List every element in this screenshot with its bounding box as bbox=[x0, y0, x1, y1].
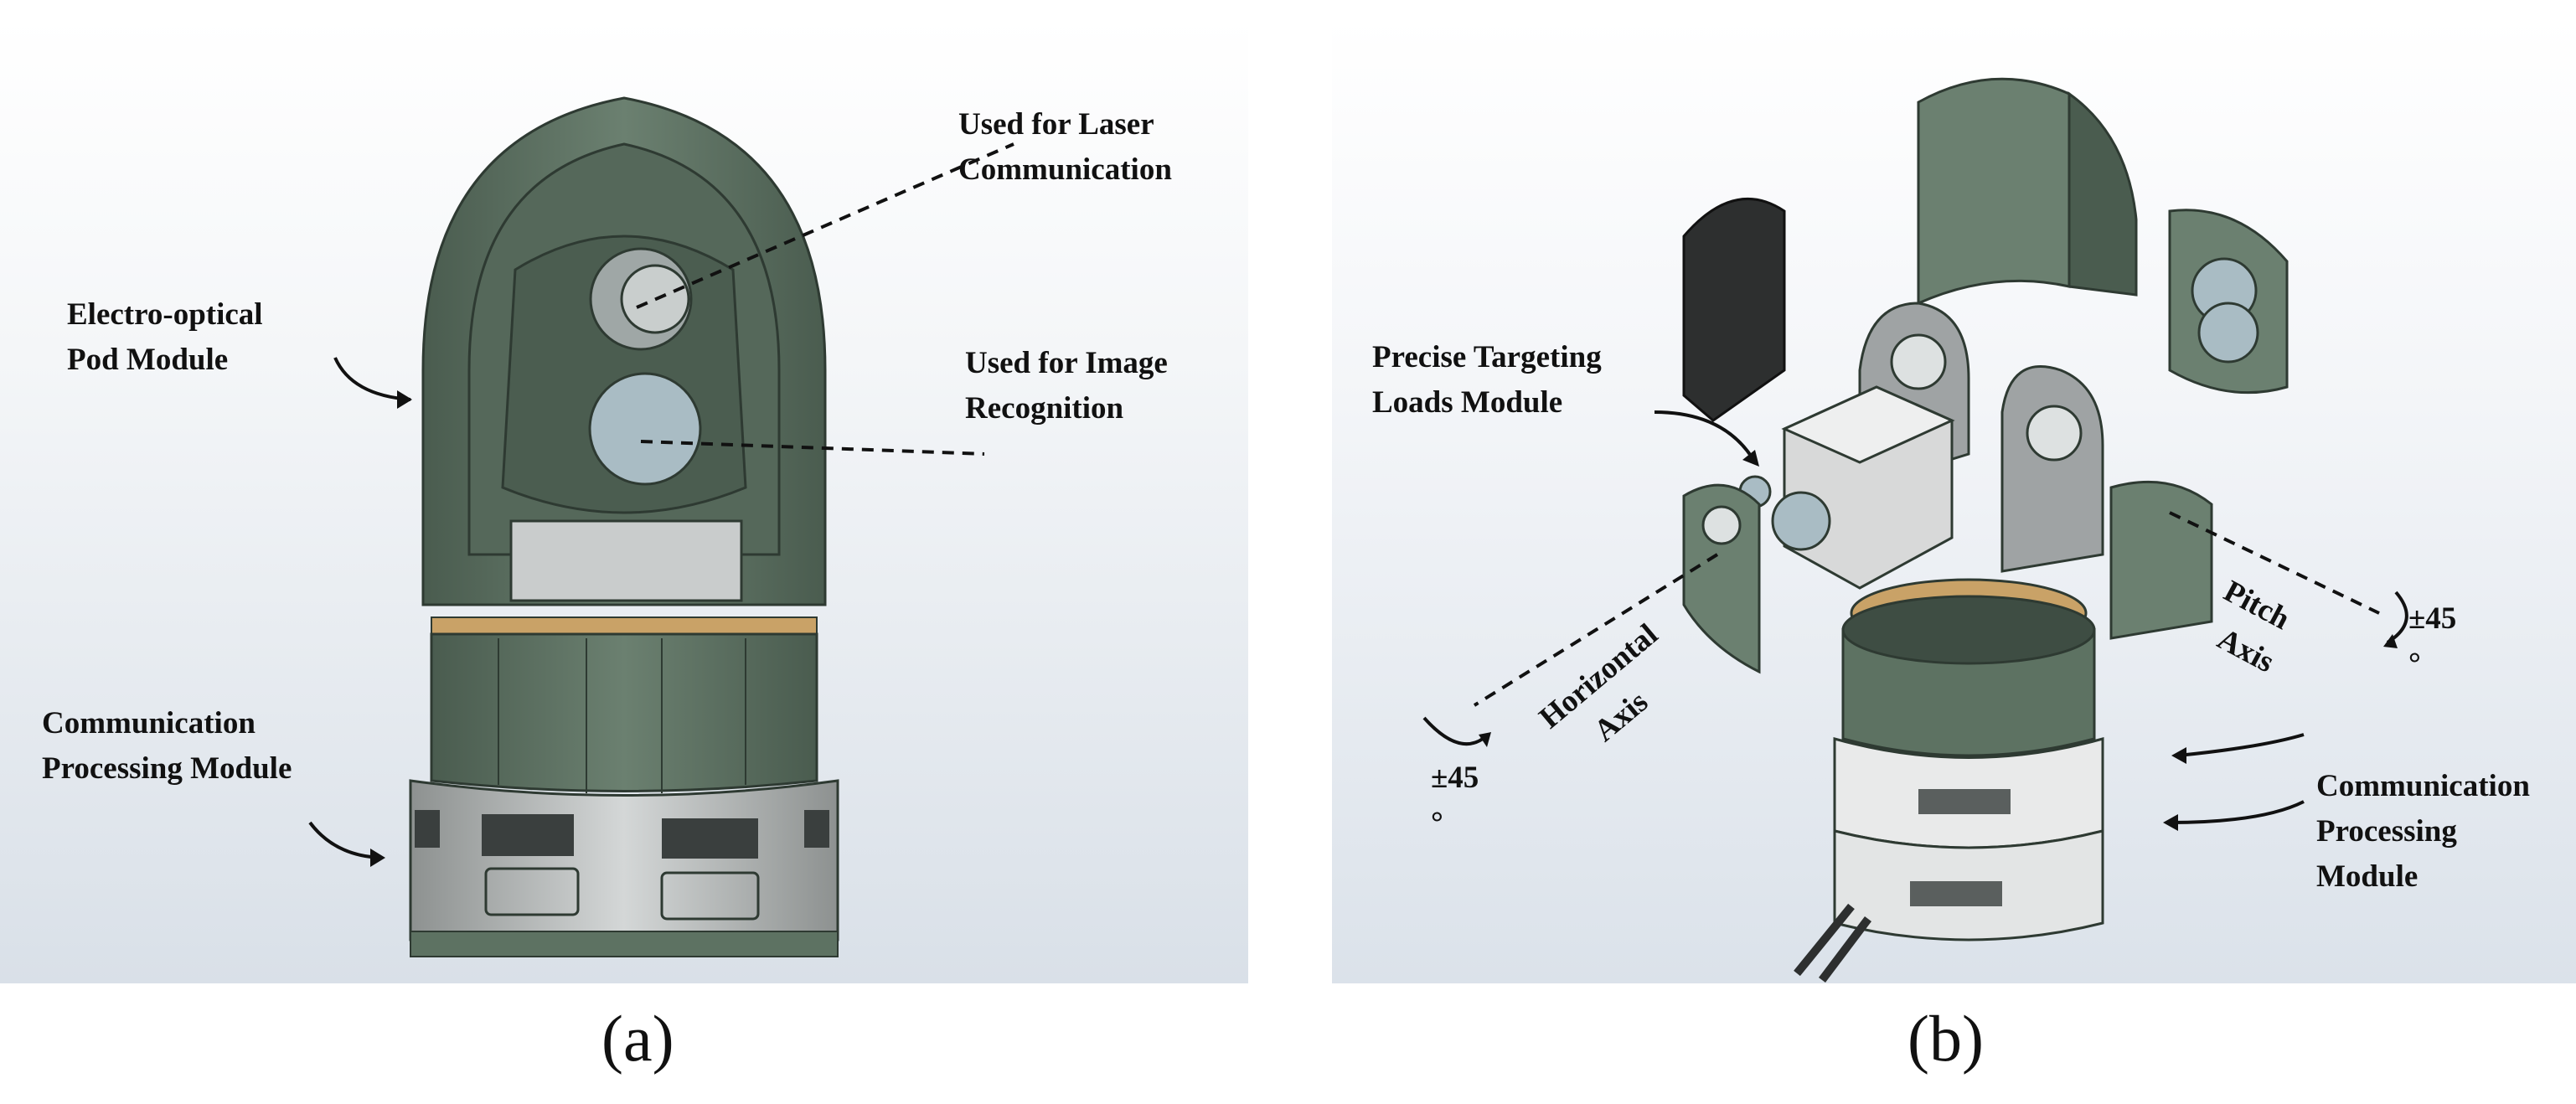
pitch-angle-degree: ° bbox=[2408, 647, 2421, 681]
horizontal-angle-label: ±45 ° bbox=[1431, 756, 1479, 846]
horizontal-angle-value: ±45 bbox=[1431, 761, 1479, 795]
caption-a: (a) bbox=[601, 1002, 674, 1075]
comm-base bbox=[409, 779, 839, 954]
targeting-label-line2: Loads Module bbox=[1372, 385, 1563, 420]
pitch-rotation-arrow bbox=[2386, 591, 2408, 644]
laser-label-line1: Used for Laser bbox=[958, 107, 1154, 142]
image-leader-line bbox=[640, 440, 985, 456]
pitch-angle-label: ±45 ° bbox=[2408, 596, 2456, 687]
image-lens bbox=[588, 372, 702, 486]
comm-label-b-line2: Processing bbox=[2316, 814, 2457, 849]
top-cover bbox=[1917, 77, 2071, 306]
base-cylinder bbox=[430, 632, 818, 792]
comm-leader-arrow-lower bbox=[2169, 800, 2305, 824]
horizontal-axis-line bbox=[1473, 553, 1719, 707]
image-label-line1: Used for Image bbox=[965, 346, 1168, 380]
targeting-leader-arrow bbox=[1654, 410, 1757, 464]
horizontal-angle-degree: ° bbox=[1431, 806, 1443, 840]
comm-label-a-line2: Processing Module bbox=[42, 751, 292, 786]
laser-label-line2: Communication bbox=[958, 152, 1172, 187]
comm-label-a-line1: Communication bbox=[42, 706, 256, 740]
yoke-right bbox=[2000, 365, 2104, 573]
dark-side-shell bbox=[1682, 198, 1786, 422]
left-side-cover bbox=[1682, 483, 1761, 674]
pitch-angle-value: ±45 bbox=[2408, 601, 2457, 636]
targeting-label-line1: Precise Targeting bbox=[1372, 340, 1602, 374]
silver-collar bbox=[509, 519, 743, 602]
right-side-cover bbox=[2109, 480, 2213, 640]
exploded-pod-drawing bbox=[1422, 77, 2408, 983]
comm-label-b-line1: Communication bbox=[2316, 769, 2530, 803]
caption-b: (b) bbox=[1907, 1002, 1984, 1075]
assembled-pod-drawing bbox=[308, 96, 1014, 957]
comm-leader-arrow-upper bbox=[2177, 733, 2305, 757]
comm-label-b-line3: Module bbox=[2316, 859, 2419, 894]
image-label-line2: Recognition bbox=[965, 391, 1124, 426]
pod-label-line2: Pod Module bbox=[67, 343, 229, 377]
horizontal-rotation-arrow bbox=[1422, 716, 1484, 746]
pod-label-line1: Electro-optical bbox=[67, 297, 263, 332]
laser-leader-line bbox=[636, 142, 1014, 309]
